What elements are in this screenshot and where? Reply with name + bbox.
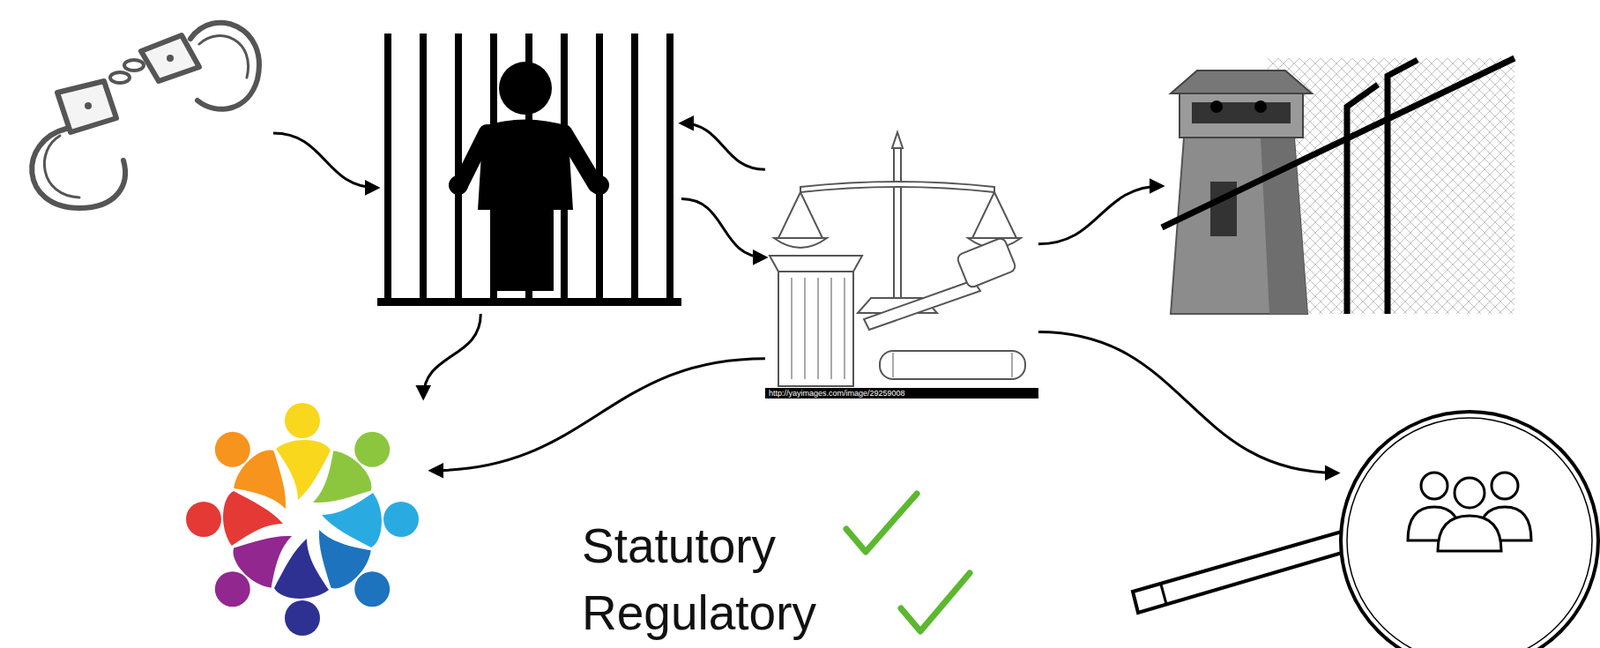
magnifier-drawing <box>1132 411 1599 648</box>
flow-arrow <box>423 313 481 398</box>
courtroom-drawing <box>769 132 1026 387</box>
prison-tower-drawing <box>1210 100 1223 113</box>
courtroom-drawing <box>769 255 863 272</box>
prison-tower-drawing <box>1161 58 1515 228</box>
handcuffs-drawing <box>31 128 126 209</box>
handcuffs-drawing <box>84 102 92 110</box>
handcuffs-drawing <box>190 22 260 110</box>
jail-drawing <box>377 33 682 306</box>
handcuffs-drawing <box>124 59 144 71</box>
jail-drawing <box>631 33 639 303</box>
prison-tower-icon <box>1161 58 1515 314</box>
magnifier-drawing <box>1132 531 1348 613</box>
magnifier-drawing <box>1160 584 1167 604</box>
flow-arrow <box>681 123 766 171</box>
courtroom-drawing <box>956 237 1018 290</box>
courtroom-drawing <box>773 238 827 248</box>
community-drawing <box>274 538 329 636</box>
prison-tower-drawing <box>1387 59 1418 314</box>
handcuffs-drawing <box>110 72 130 83</box>
courtroom-drawing <box>778 271 854 387</box>
check-mark <box>846 493 917 552</box>
jail-drawing <box>419 33 427 303</box>
courtroom-drawing <box>893 352 1013 378</box>
magnifier-drawing <box>1421 472 1448 499</box>
prison-tower-drawing <box>1254 100 1267 113</box>
jail-drawing <box>377 33 682 306</box>
courtroom-drawing <box>778 192 1017 239</box>
community-drawing <box>227 443 309 525</box>
community-drawing <box>284 402 320 439</box>
courtroom-drawing <box>863 280 981 330</box>
jail-drawing <box>589 175 610 195</box>
magnifier-drawing <box>1491 472 1519 499</box>
community-drawing <box>186 491 283 546</box>
courtroom-icon: http://yayimages.com/image/29259008 <box>765 132 1039 399</box>
jail-cell-icon <box>377 33 682 314</box>
prison-tower-drawing <box>1161 58 1515 314</box>
prison-tower-drawing <box>1191 102 1291 124</box>
community-drawing <box>383 501 419 537</box>
prison-tower-drawing <box>1170 70 1312 94</box>
community-drawing <box>186 402 419 636</box>
prison-tower-drawing <box>1210 181 1237 237</box>
jail-drawing <box>384 33 392 303</box>
prison-tower-drawing <box>1170 137 1308 314</box>
courtroom-drawing <box>791 277 845 380</box>
magnifier-drawing <box>1437 515 1502 551</box>
jail-drawing <box>454 33 462 303</box>
magnifier-drawing <box>1340 411 1599 648</box>
handcuffs-drawing <box>141 35 200 82</box>
jail-drawing <box>525 33 533 303</box>
jail-drawing <box>490 33 498 303</box>
prison-tower-drawing <box>1346 84 1378 314</box>
jail-drawing <box>666 33 674 303</box>
jail-drawing <box>377 297 682 306</box>
handcuffs-drawing <box>31 22 260 209</box>
flow-arrow <box>1038 186 1162 245</box>
courtroom-drawing <box>892 132 903 149</box>
jail-drawing <box>595 33 603 303</box>
jail-drawing <box>460 132 487 186</box>
community-drawing <box>321 492 419 548</box>
community-drawing <box>186 501 222 537</box>
jail-drawing <box>564 132 596 186</box>
jail-drawing <box>560 33 568 303</box>
jail-drawing <box>448 175 469 195</box>
magnifier-drawing <box>1407 472 1532 551</box>
courtroom-drawing <box>800 181 995 193</box>
magnifier-drawing <box>1454 477 1485 508</box>
community-icon <box>173 397 432 641</box>
handcuffs-drawing <box>199 36 249 78</box>
community-drawing <box>275 402 331 500</box>
magnifier-drawing <box>1346 417 1593 648</box>
courtroom-drawing <box>879 350 1026 380</box>
flow-arrow <box>681 199 766 258</box>
handcuffs-drawing <box>166 54 174 62</box>
prison-tower-drawing <box>1179 93 1303 138</box>
statement-label: Regulatory <box>581 585 817 641</box>
handcuffs-drawing <box>44 135 80 198</box>
magnifier-icon <box>1337 408 1600 648</box>
flow-arrow <box>273 133 378 188</box>
image-url-text: http://yayimages.com/image/29259008 <box>765 387 1039 399</box>
handcuffs-drawing <box>57 81 117 133</box>
courtroom-drawing <box>893 148 901 298</box>
check-mark <box>900 573 970 632</box>
community-drawing <box>284 600 320 636</box>
flow-arrow <box>431 358 766 471</box>
flow-arrow <box>1038 332 1338 474</box>
community-drawing <box>200 416 309 525</box>
handcuffs-icon <box>8 8 274 216</box>
statement-label: Statutory <box>581 518 776 574</box>
